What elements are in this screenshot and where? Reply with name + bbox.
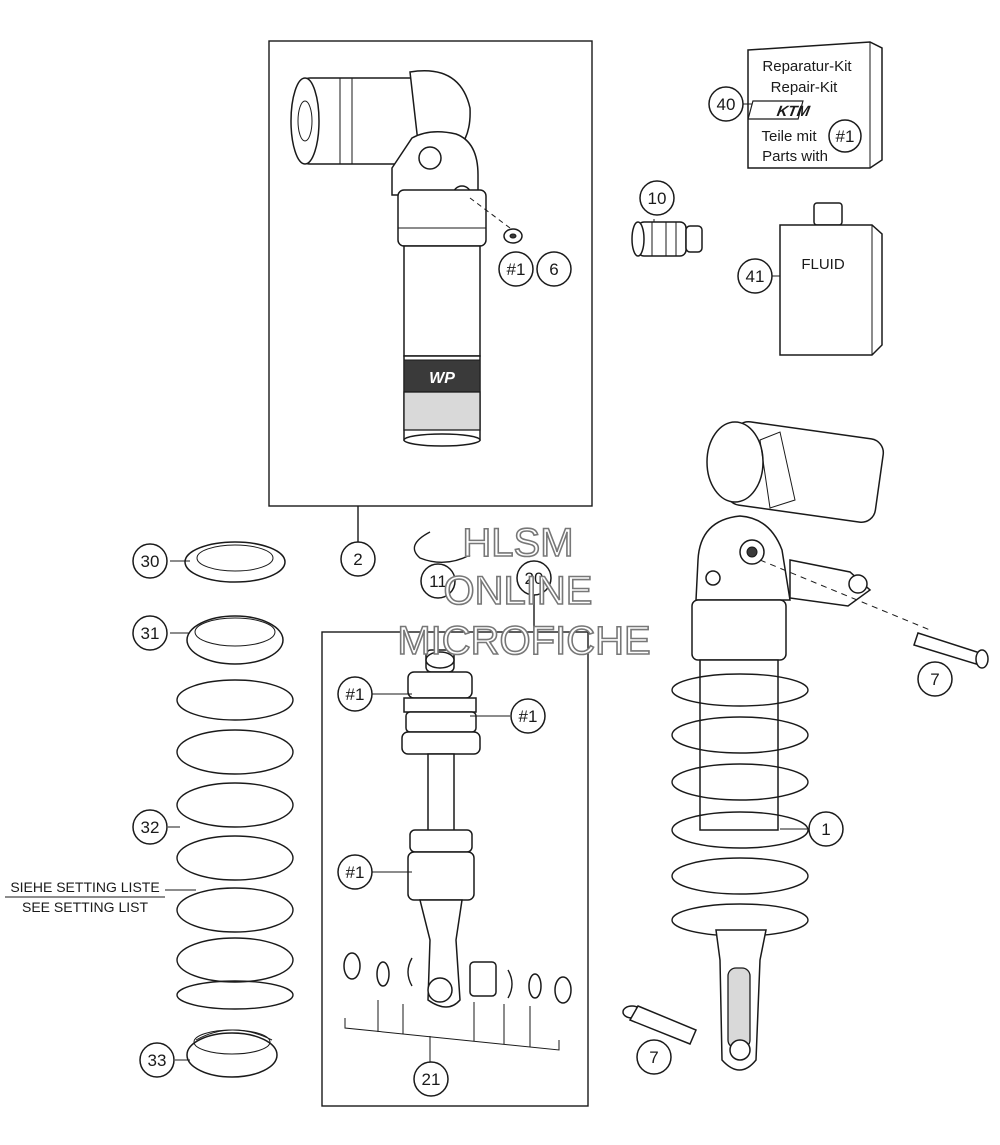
svg-text:#1: #1 bbox=[507, 260, 526, 279]
repair-kit-line4: Parts with bbox=[762, 148, 828, 165]
watermark-line1: HLSM bbox=[462, 521, 573, 565]
fluid-bottle bbox=[779, 202, 883, 356]
svg-text:20: 20 bbox=[525, 569, 544, 588]
svg-text:32: 32 bbox=[141, 818, 160, 837]
assembly-2-frame bbox=[268, 40, 593, 507]
callout-11: 11 bbox=[420, 563, 456, 599]
callout-2: 2 bbox=[340, 541, 376, 577]
watermark-line2: ONLINE bbox=[444, 569, 593, 613]
callout-ref-b: #1 bbox=[510, 698, 546, 734]
svg-text:KTM: KTM bbox=[776, 103, 812, 120]
svg-text:#1: #1 bbox=[346, 685, 365, 704]
callout-32: 32 bbox=[132, 809, 168, 845]
assembly-20-frame bbox=[321, 631, 589, 1107]
bolt-7-upper bbox=[913, 632, 989, 669]
callout-1: 1 bbox=[808, 811, 844, 847]
callout-30: 30 bbox=[132, 543, 168, 579]
valve-10 bbox=[631, 221, 703, 257]
bushing-set-21 bbox=[343, 952, 572, 1062]
adjusting-ring-30 bbox=[184, 541, 286, 583]
svg-text:#1: #1 bbox=[346, 863, 365, 882]
setting-note-line1: SIEHE SETTING LISTE bbox=[10, 879, 159, 895]
callout-7-lower: 7 bbox=[636, 1039, 672, 1075]
svg-text:#1: #1 bbox=[836, 127, 855, 146]
svg-text:7: 7 bbox=[930, 670, 939, 689]
repair-kit-line3: Teile mit bbox=[761, 128, 817, 145]
callout-33: 33 bbox=[139, 1042, 175, 1078]
callout-6: 6 bbox=[536, 251, 572, 287]
repair-kit-line1: Reparatur-Kit bbox=[762, 58, 852, 75]
spring-retainer-31 bbox=[186, 615, 284, 665]
setting-note-line2: SEE SETTING LIST bbox=[22, 899, 148, 915]
svg-text:WP: WP bbox=[429, 370, 455, 387]
spring-32 bbox=[176, 679, 294, 1010]
svg-text:41: 41 bbox=[746, 267, 765, 286]
callout-ref-c: #1 bbox=[337, 854, 373, 890]
watermark-line3: MICROFICHE bbox=[397, 619, 650, 663]
spring-seat-33 bbox=[186, 1029, 278, 1078]
circlip-11 bbox=[413, 531, 471, 563]
svg-text:21: 21 bbox=[422, 1070, 441, 1089]
fluid-label: FLUID bbox=[801, 256, 845, 273]
svg-text:31: 31 bbox=[141, 624, 160, 643]
svg-text:40: 40 bbox=[717, 95, 736, 114]
callout-21: 21 bbox=[413, 1061, 449, 1097]
svg-text:6: 6 bbox=[549, 260, 558, 279]
callout-40: 40 bbox=[708, 86, 744, 122]
callout-6-ref: #1 bbox=[498, 251, 534, 287]
svg-text:7: 7 bbox=[649, 1048, 658, 1067]
callout-10: 10 bbox=[639, 180, 675, 216]
svg-text:10: 10 bbox=[648, 189, 667, 208]
callout-31: 31 bbox=[132, 615, 168, 651]
callout-20: 20 bbox=[516, 560, 552, 596]
nut-6 bbox=[503, 228, 523, 244]
repair-kit-line2: Repair-Kit bbox=[771, 79, 839, 96]
ktm-logo: KTM bbox=[747, 100, 812, 120]
repair-kit-ref: #1 bbox=[828, 119, 862, 153]
callout-ref-a: #1 bbox=[337, 676, 373, 712]
svg-text:11: 11 bbox=[429, 572, 447, 591]
svg-text:1: 1 bbox=[821, 820, 830, 839]
bolt-7-lower bbox=[622, 1005, 697, 1045]
svg-text:#1: #1 bbox=[519, 707, 538, 726]
shock-body-upper: WP bbox=[290, 70, 487, 447]
svg-text:33: 33 bbox=[148, 1051, 167, 1070]
callout-7-upper: 7 bbox=[917, 661, 953, 697]
callout-41: 41 bbox=[737, 258, 773, 294]
shock-absorber-assembly bbox=[671, 421, 885, 1071]
piston-rod-assembly bbox=[401, 649, 481, 1008]
svg-text:2: 2 bbox=[353, 550, 362, 569]
svg-text:30: 30 bbox=[141, 552, 160, 571]
